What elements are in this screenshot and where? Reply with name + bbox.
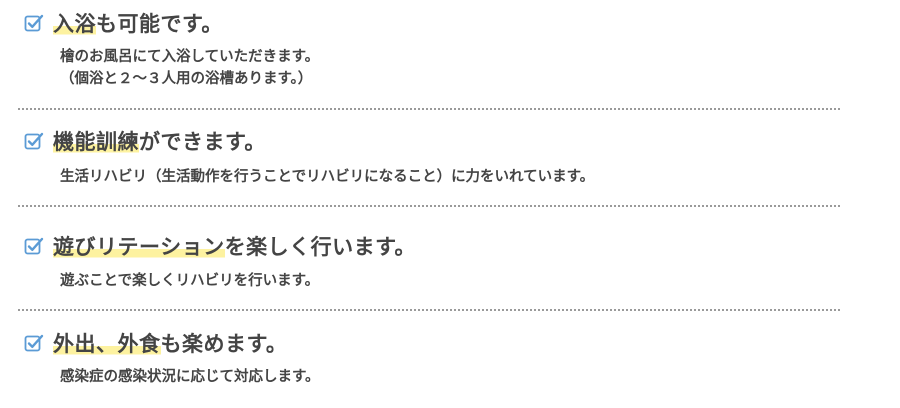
heading-highlight: 遊びリテーション	[53, 235, 225, 259]
heading-highlight: 機能訓練	[53, 130, 139, 154]
feature-description: 感染症の感染状況に応じて対応します。	[60, 366, 320, 388]
feature-heading: 遊びリテーションを楽しく行います。	[53, 231, 416, 261]
feature-description: 遊ぶことで楽しくリハビリを行います。	[60, 270, 319, 292]
checkbox-checked-icon	[24, 236, 44, 256]
heading-rest: を楽しく行います。	[224, 235, 416, 259]
description-line: 生活リハビリ（生活動作を行うことでリハビリになること）に力をいれています。	[60, 169, 595, 185]
feature-description: 檜のお風呂にて入浴していただきます。 （個浴と２～３人用の浴槽あります。）	[60, 46, 319, 90]
description-line: 感染症の感染状況に応じて対応します。	[60, 369, 320, 385]
checkbox-checked-icon	[24, 13, 44, 33]
checkbox-checked-icon	[24, 131, 44, 151]
heading-highlight: 外出、外食	[53, 332, 161, 356]
description-line: 遊ぶことで楽しくリハビリを行います。	[60, 273, 320, 289]
heading-rest: も楽めます。	[160, 332, 288, 356]
feature-heading-row: 入浴も可能です。	[24, 6, 223, 40]
heading-highlight: 入浴	[53, 12, 96, 36]
feature-heading-row: 外出、外食も楽めます。	[24, 326, 287, 360]
feature-heading: 外出、外食も楽めます。	[53, 328, 287, 358]
dotted-divider	[18, 309, 840, 311]
description-line: 檜のお風呂にて入浴していただきます。	[60, 49, 320, 65]
dotted-divider	[18, 205, 840, 207]
dotted-divider	[18, 108, 840, 110]
heading-rest: も可能です。	[96, 12, 223, 36]
description-line: （個浴と２～３人用の浴槽あります。）	[60, 71, 313, 87]
checkbox-checked-icon	[24, 333, 44, 353]
feature-heading: 機能訓練ができます。	[53, 126, 266, 156]
feature-heading-row: 遊びリテーションを楽しく行います。	[24, 229, 416, 263]
feature-heading-row: 機能訓練ができます。	[24, 124, 266, 158]
heading-rest: ができます。	[139, 130, 266, 154]
feature-description: 生活リハビリ（生活動作を行うことでリハビリになること）に力をいれています。	[60, 166, 594, 188]
feature-heading: 入浴も可能です。	[53, 8, 223, 38]
